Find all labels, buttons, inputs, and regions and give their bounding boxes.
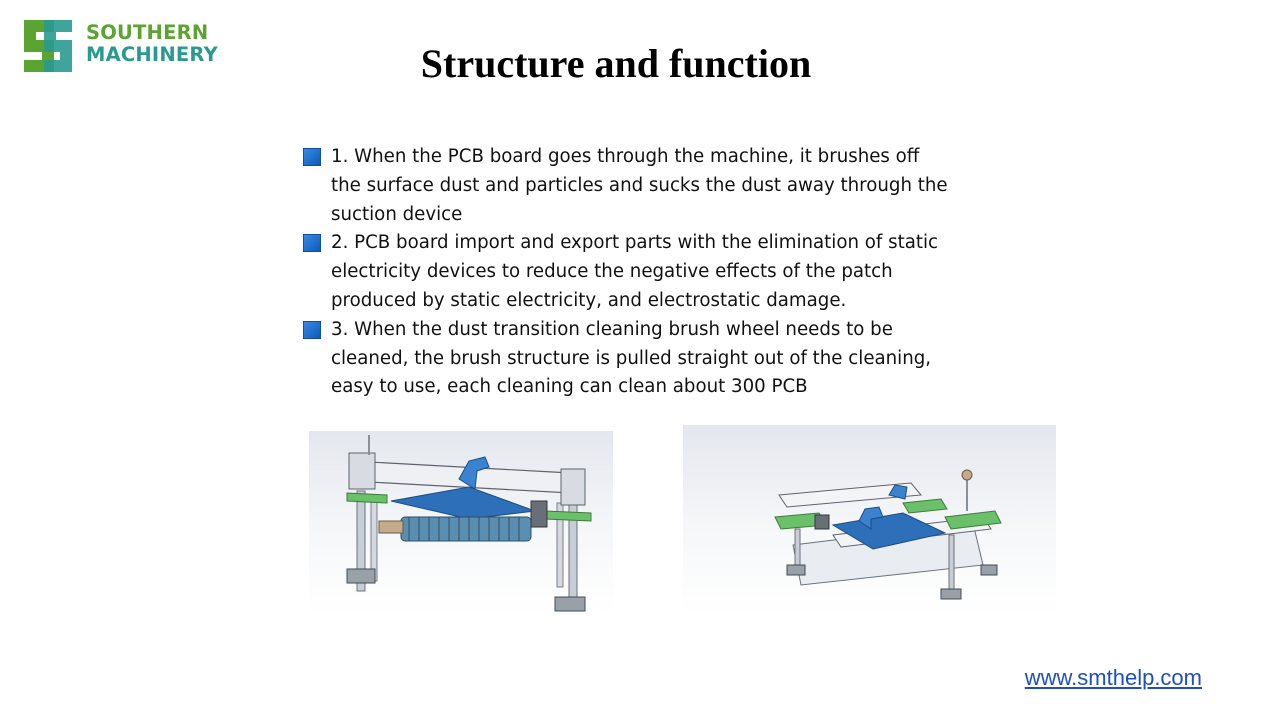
bullet-list: 1. When the PCB board goes through the m…: [303, 143, 953, 402]
bullet-item-1: 1. When the PCB board goes through the m…: [303, 143, 953, 229]
brush-unit-front-view-drawing: [346, 435, 592, 612]
brand-name: SOUTHERN MACHINERY: [86, 22, 236, 66]
bullet-item-3: 3. When the dust transition cleaning bru…: [303, 316, 953, 402]
slide-title: Structure and function: [420, 41, 812, 86]
bullet-text-1: 1. When the PCB board goes through the m…: [331, 146, 948, 225]
square-bullet-icon: [303, 148, 321, 166]
brush-unit-front-view-image: [309, 431, 613, 614]
bullet-text-3: 3. When the dust transition cleaning bru…: [331, 318, 932, 398]
brush-unit-isometric-view-image: [683, 425, 1056, 614]
bullet-text-2: 2. PCB board import and export parts wit…: [331, 232, 939, 311]
bullet-item-2: 2. PCB board import and export parts wit…: [303, 229, 953, 315]
square-bullet-icon: [303, 234, 321, 253]
website-link[interactable]: www.smthelp.com: [1024, 665, 1202, 690]
brand-logo: SOUTHERN MACHINERY: [14, 14, 229, 78]
square-bullet-icon: [303, 320, 321, 339]
southern-machinery-logo-icon: [16, 16, 76, 76]
brand-line-2: MACHINERY: [86, 43, 218, 66]
brush-unit-isometric-view-drawing: [774, 469, 1002, 600]
brand-line-1: SOUTHERN: [86, 21, 209, 44]
